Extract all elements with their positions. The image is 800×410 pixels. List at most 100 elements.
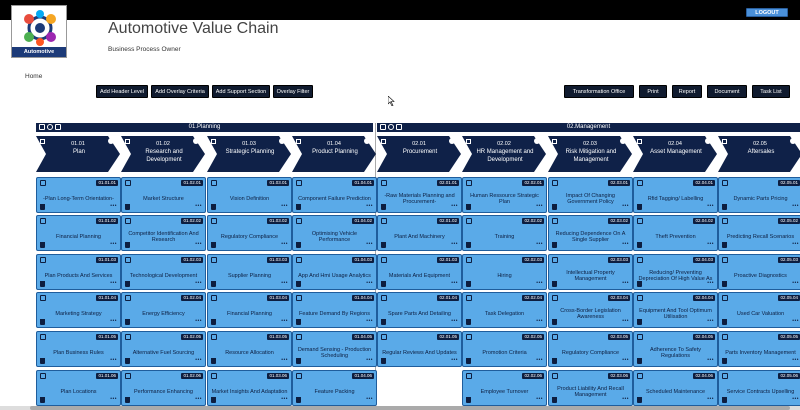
more-options-icon[interactable]: •••: [707, 203, 714, 209]
more-options-icon[interactable]: •••: [792, 241, 799, 247]
edit-icon[interactable]: [637, 373, 643, 379]
trash-icon[interactable]: [466, 242, 471, 248]
more-options-icon[interactable]: •••: [536, 203, 543, 209]
trash-icon[interactable]: [211, 281, 216, 287]
add-icon[interactable]: [279, 138, 285, 144]
more-options-icon[interactable]: •••: [792, 280, 799, 286]
edit-icon[interactable]: [722, 373, 728, 379]
edit-icon[interactable]: [40, 139, 45, 144]
trash-icon[interactable]: [637, 204, 642, 210]
section-header-management[interactable]: 02.Management: [377, 123, 800, 132]
edit-icon[interactable]: [125, 373, 131, 379]
trash-icon[interactable]: [396, 124, 402, 130]
edit-icon[interactable]: [40, 180, 46, 186]
edit-icon[interactable]: [381, 334, 387, 340]
more-options-icon[interactable]: •••: [707, 280, 714, 286]
trash-icon[interactable]: [466, 281, 471, 287]
trash-icon[interactable]: [211, 358, 216, 364]
edit-icon[interactable]: [211, 373, 217, 379]
more-options-icon[interactable]: •••: [195, 396, 202, 402]
trash-icon[interactable]: [552, 319, 557, 325]
more-options-icon[interactable]: •••: [536, 241, 543, 247]
more-options-icon[interactable]: •••: [366, 318, 373, 324]
edit-icon[interactable]: [381, 180, 387, 186]
trash-icon[interactable]: [381, 281, 386, 287]
edit-icon[interactable]: [40, 295, 46, 301]
add-overlay-criteria-button[interactable]: Add Overlay Criteria: [151, 85, 209, 98]
more-options-icon[interactable]: •••: [281, 241, 288, 247]
more-options-icon[interactable]: •••: [622, 280, 629, 286]
edit-icon[interactable]: [40, 373, 46, 379]
edit-icon[interactable]: [552, 373, 558, 379]
trash-icon[interactable]: [40, 242, 45, 248]
more-options-icon[interactable]: •••: [451, 357, 458, 363]
trash-icon[interactable]: [381, 242, 386, 248]
more-options-icon[interactable]: •••: [195, 357, 202, 363]
edit-icon[interactable]: [552, 334, 558, 340]
more-options-icon[interactable]: •••: [195, 241, 202, 247]
edit-icon[interactable]: [296, 257, 302, 263]
more-options-icon[interactable]: •••: [707, 241, 714, 247]
edit-icon[interactable]: [722, 334, 728, 340]
trash-icon[interactable]: [722, 358, 727, 364]
more-options-icon[interactable]: •••: [622, 241, 629, 247]
edit-icon[interactable]: [722, 180, 728, 186]
edit-icon[interactable]: [722, 218, 728, 224]
trash-icon[interactable]: [637, 397, 642, 403]
edit-icon[interactable]: [296, 180, 302, 186]
trash-icon[interactable]: [296, 397, 301, 403]
add-icon[interactable]: [534, 138, 540, 144]
breadcrumb-home[interactable]: Home: [25, 73, 43, 80]
more-options-icon[interactable]: •••: [792, 396, 799, 402]
add-header-level-button[interactable]: Add Header Level: [96, 85, 148, 98]
trash-icon[interactable]: [722, 242, 727, 248]
add-icon[interactable]: [388, 124, 394, 130]
more-options-icon[interactable]: •••: [451, 318, 458, 324]
trash-icon[interactable]: [296, 281, 301, 287]
more-options-icon[interactable]: •••: [110, 396, 117, 402]
edit-icon[interactable]: [296, 139, 301, 144]
more-options-icon[interactable]: •••: [792, 203, 799, 209]
edit-icon[interactable]: [125, 257, 131, 263]
trash-icon[interactable]: [637, 358, 642, 364]
trash-icon[interactable]: [722, 281, 727, 287]
more-options-icon[interactable]: •••: [195, 318, 202, 324]
edit-icon[interactable]: [466, 257, 472, 263]
more-options-icon[interactable]: •••: [707, 396, 714, 402]
edit-icon[interactable]: [552, 257, 558, 263]
trash-icon[interactable]: [637, 242, 642, 248]
trash-icon[interactable]: [466, 319, 471, 325]
more-options-icon[interactable]: •••: [622, 203, 629, 209]
edit-icon[interactable]: [40, 218, 46, 224]
more-options-icon[interactable]: •••: [792, 318, 799, 324]
edit-icon[interactable]: [552, 180, 558, 186]
edit-icon[interactable]: [381, 139, 386, 144]
edit-icon[interactable]: [211, 295, 217, 301]
trash-icon[interactable]: [296, 358, 301, 364]
more-options-icon[interactable]: •••: [451, 280, 458, 286]
